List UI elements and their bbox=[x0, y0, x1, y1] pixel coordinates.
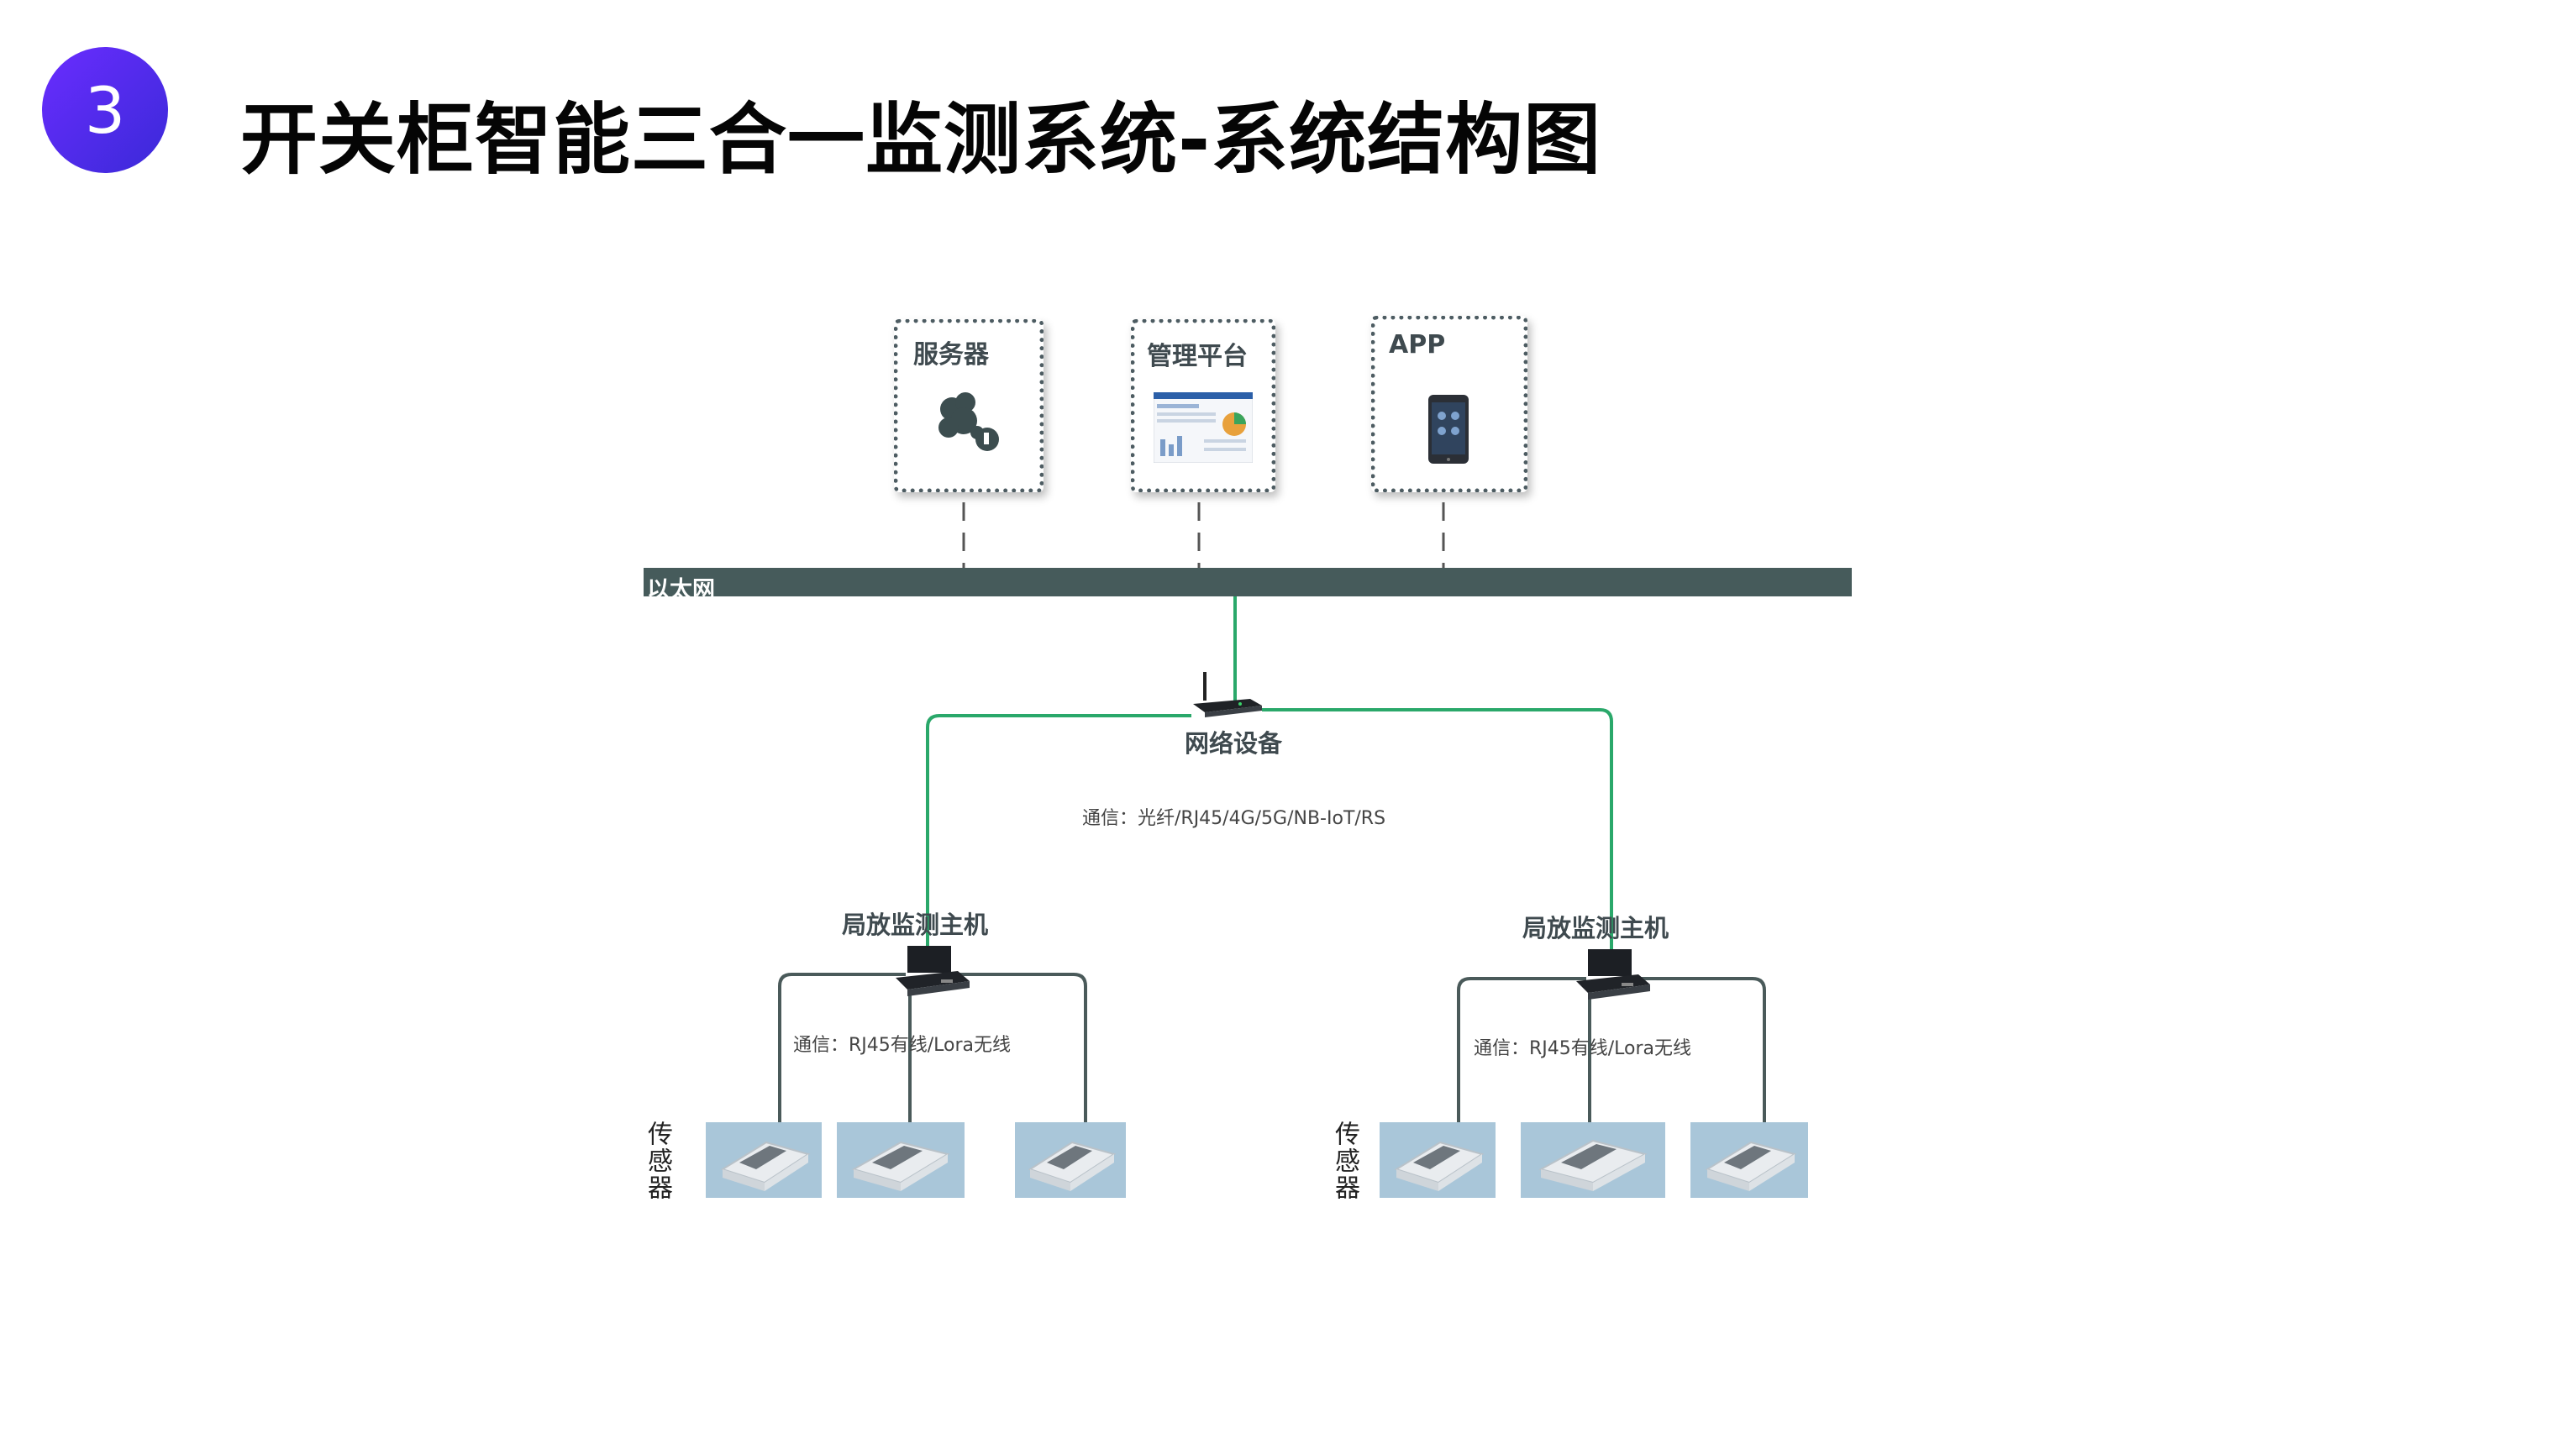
host-1-label: 局放监测主机 bbox=[842, 911, 989, 939]
ethernet-bus bbox=[644, 568, 1852, 596]
sensor-1 bbox=[706, 1122, 822, 1198]
card-drop-lines bbox=[962, 502, 1445, 568]
server-card: 服务器 bbox=[894, 319, 1044, 492]
sensor-device-icon bbox=[720, 1141, 811, 1191]
host-2-comm-text: 通信：RJ45有线/Lora无线 bbox=[1474, 1038, 1692, 1059]
sensor-device-icon bbox=[1394, 1141, 1485, 1191]
monitoring-host-2-icon bbox=[1576, 949, 1650, 1000]
app-card: APP bbox=[1371, 316, 1527, 492]
sensor-3 bbox=[1015, 1122, 1126, 1198]
network-comm-text: 通信：光纤/RJ45/4G/5G/NB-IoT/RS bbox=[1082, 808, 1386, 829]
server-card-label: 服务器 bbox=[913, 340, 989, 370]
sensor-2 bbox=[837, 1122, 965, 1198]
network-device-label: 网络设备 bbox=[1185, 729, 1283, 758]
host-1-comm-text: 通信：RJ45有线/Lora无线 bbox=[793, 1035, 1012, 1056]
host-sensor-links bbox=[778, 973, 1766, 1122]
sensor-4 bbox=[1380, 1122, 1496, 1198]
app-card-label: APP bbox=[1389, 330, 1446, 360]
sensor-group-1-label: 传感器 bbox=[643, 1121, 672, 1201]
smartphone-icon bbox=[1428, 395, 1469, 464]
sensor-device-icon bbox=[851, 1141, 950, 1191]
sensor-6 bbox=[1690, 1122, 1808, 1198]
page-title: 开关柜智能三合一监测系统-系统结构图 bbox=[240, 95, 1602, 185]
platform-card: 管理平台 bbox=[1131, 319, 1275, 492]
platform-card-label: 管理平台 bbox=[1147, 342, 1248, 371]
sensor-device-icon bbox=[1028, 1141, 1117, 1191]
monitoring-host-1-icon bbox=[896, 946, 970, 996]
dashboard-screenshot-icon bbox=[1154, 392, 1253, 463]
router-icon bbox=[1193, 672, 1262, 717]
network-green-links bbox=[926, 596, 1613, 966]
sensor-group-2-label: 传感器 bbox=[1330, 1121, 1359, 1201]
section-number-badge: 3 bbox=[42, 47, 168, 173]
sensor-device-icon bbox=[1705, 1141, 1797, 1191]
server-cluster-icon bbox=[938, 392, 999, 451]
ethernet-label: 以太网 bbox=[647, 577, 715, 603]
sensor-device-icon bbox=[1538, 1139, 1648, 1191]
host-2-label: 局放监测主机 bbox=[1522, 914, 1669, 942]
sensor-5 bbox=[1521, 1122, 1665, 1198]
